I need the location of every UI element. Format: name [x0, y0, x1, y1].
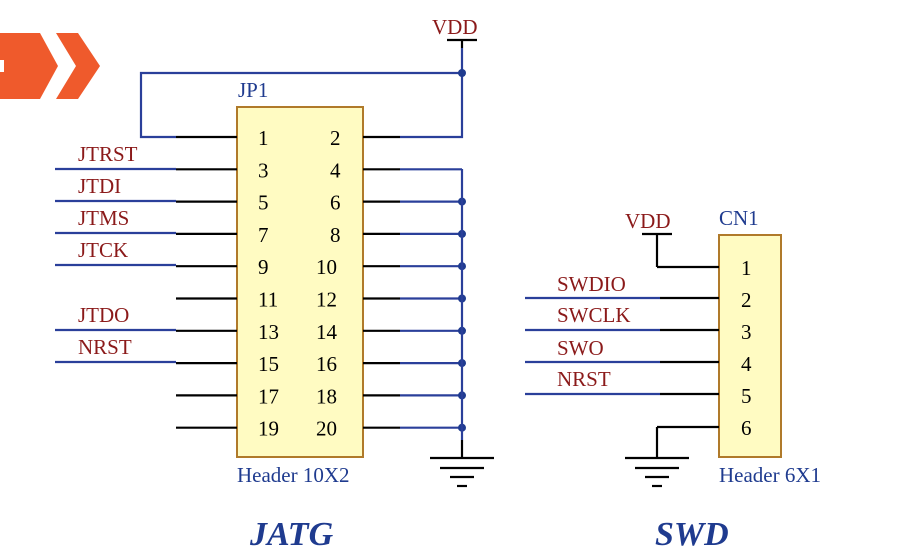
jp1-pin-2: 2	[330, 126, 341, 150]
signal-nrst-swd: NRST	[557, 367, 611, 391]
vdd-icon	[447, 38, 477, 48]
jp1-pin-1: 1	[258, 126, 269, 150]
cn1-pin-1: 1	[741, 256, 752, 280]
signal-jtck: JTCK	[78, 238, 128, 262]
ground-icon	[625, 425, 719, 488]
signal-jtdi: JTDI	[78, 174, 121, 198]
vdd-swd-label: VDD	[625, 209, 671, 233]
jp1-pin-20: 20	[316, 417, 337, 441]
jp1-pin-9: 9	[258, 255, 269, 279]
cn1-header-body	[718, 234, 782, 458]
jp1-pin-16: 16	[316, 352, 337, 376]
jp1-pin-8: 8	[330, 223, 341, 247]
signal-jtms: JTMS	[78, 206, 129, 230]
jp1-header-body	[236, 106, 364, 458]
signal-nrst-jtag: NRST	[78, 335, 132, 359]
cn1-header-label: Header 6X1	[719, 463, 821, 487]
jp1-ref: JP1	[238, 78, 268, 102]
vdd-top-label: VDD	[432, 15, 478, 39]
jp1-pin-19: 19	[258, 417, 279, 441]
signal-swdio: SWDIO	[557, 272, 626, 296]
jp1-pin-14: 14	[316, 320, 338, 344]
signal-jtdo: JTDO	[78, 303, 129, 327]
jp1-pin-10: 10	[316, 255, 337, 279]
vdd-icon	[642, 232, 719, 269]
jp1-pin-11: 11	[258, 288, 278, 312]
cn1-ref: CN1	[719, 206, 759, 230]
swd-section-title: SWD	[655, 516, 729, 553]
jp1-pin-4: 4	[330, 158, 341, 182]
cn1-pin-numbers: 1 2 3 4 5 6	[741, 256, 752, 440]
cn1-pin-5: 5	[741, 384, 752, 408]
signal-jtrst: JTRST	[78, 142, 138, 166]
signal-swclk: SWCLK	[557, 303, 631, 327]
jp1-pin-13: 13	[258, 320, 279, 344]
jp1-pin-15: 15	[258, 352, 279, 376]
jp1-pin-17: 17	[258, 384, 279, 408]
jtag-signal-group: JTRST JTDI JTMS JTCK JTDO NRST	[55, 142, 176, 364]
cn1-pin-3: 3	[741, 320, 752, 344]
jp1-pin-3: 3	[258, 158, 269, 182]
double-chevron-badge-icon	[0, 33, 100, 99]
jp1-pin-6: 6	[330, 191, 341, 215]
ground-icon	[430, 440, 494, 488]
jp1-pin-18: 18	[316, 384, 337, 408]
jp1-pin-12: 12	[316, 288, 337, 312]
jp1-pin-7: 7	[258, 223, 269, 247]
jp1-right-pin-numbers: 2 4 6 8 10 12 14 16 18 20	[316, 126, 341, 441]
cn1-pin-4: 4	[741, 352, 752, 376]
jp1-pin-5: 5	[258, 191, 269, 215]
jtag-section-title: JATG	[249, 516, 334, 553]
signal-swo: SWO	[557, 336, 604, 360]
cn1-pin-2: 2	[741, 288, 752, 312]
cn1-pin-6: 6	[741, 416, 752, 440]
swd-signal-group: SWDIO SWCLK SWO NRST	[525, 272, 719, 396]
jp1-header-label: Header 10X2	[237, 463, 350, 487]
